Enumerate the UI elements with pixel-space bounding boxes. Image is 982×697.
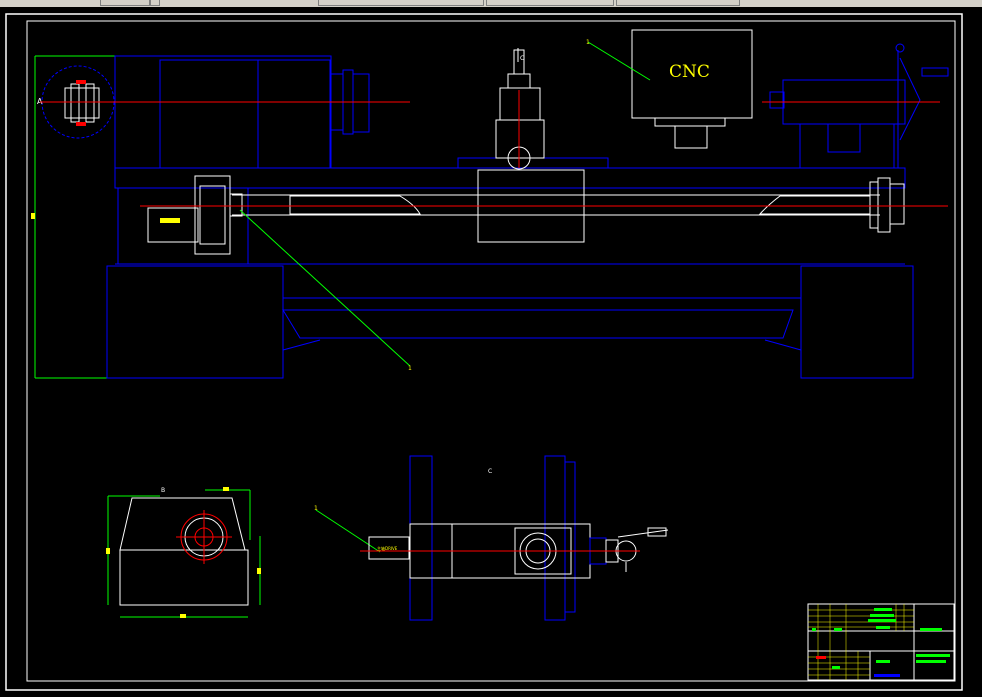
vertical-scrollbar[interactable] <box>964 7 982 697</box>
cnc-label: CNC <box>669 62 710 82</box>
view-b-label: B <box>161 487 165 494</box>
view-c-label: C <box>488 468 492 475</box>
toolbar-tab[interactable] <box>616 0 740 6</box>
toolbar-tab[interactable] <box>318 0 484 6</box>
view-b: B <box>106 487 261 618</box>
title-block <box>807 603 955 681</box>
inner-frame <box>26 20 956 682</box>
toolbar-tab[interactable] <box>486 0 614 6</box>
toolbar-tab[interactable] <box>150 0 160 6</box>
callout-2-top: 1 <box>586 39 590 46</box>
lathe-elevation-view: A C <box>31 29 949 379</box>
cad-drawing-canvas[interactable]: A C <box>0 7 982 697</box>
view-c: C 1 主轴DRIVE <box>314 455 669 621</box>
top-toolbar-strip <box>0 0 982 7</box>
toolbar-tab[interactable] <box>100 0 150 6</box>
callout-1-view-c: 1 <box>314 505 318 512</box>
callout-1-bottom: 1 <box>408 365 412 372</box>
outer-frame <box>5 13 963 691</box>
callout-c-top: C <box>520 55 524 62</box>
tool-label: 主轴DRIVE <box>377 545 398 551</box>
